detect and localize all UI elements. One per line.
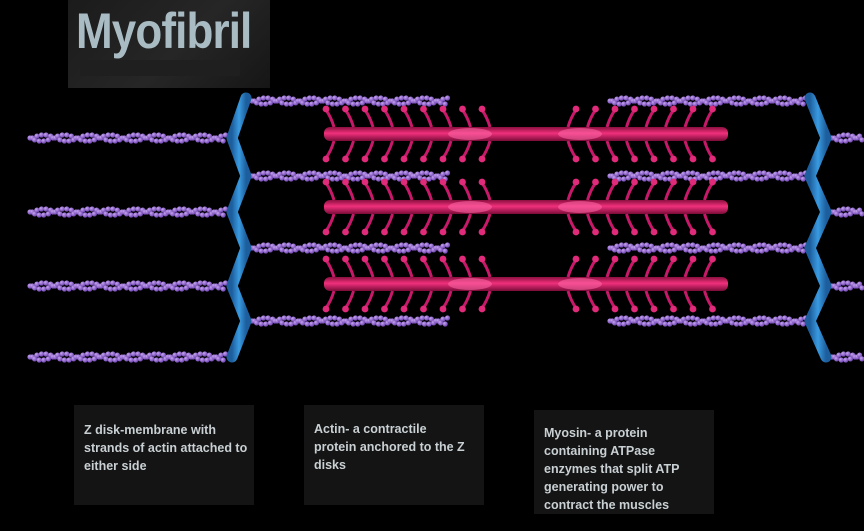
actin-strand-right-inner-1 [607,95,809,107]
actin-strand-right-outer-4 [829,351,864,363]
myosin-filament-3 [322,255,728,313]
actin-strand-left-outer-3 [27,280,229,292]
myosin-caption-box [534,410,714,514]
actin-filaments [27,95,864,363]
myofibril-diagram [27,92,864,363]
z-disk-caption: Z disk-membrane with strands of actin at… [84,423,248,473]
actin-strand-right-outer-3 [829,280,864,292]
actin-strand-left-outer-2 [27,206,229,218]
myosin-caption: Myosin- a protein containing ATPase enzy… [544,426,680,512]
actin-strand-right-inner-2 [607,170,809,182]
actin-strand-right-outer-1 [829,132,864,144]
z-disk-left [226,92,252,363]
myosin-filaments [322,105,728,313]
actin-strand-right-inner-3 [607,242,809,254]
myosin-filament-1 [322,105,728,163]
actin-strand-right-outer-2 [829,206,864,218]
title-panel [68,0,270,88]
myosin-filament-2 [322,178,728,236]
actin-strand-left-outer-4 [27,351,229,363]
actin-caption: Actin- a contractile protein anchored to… [314,422,465,472]
z-disk-caption-box [74,405,254,505]
actin-caption-box [304,405,484,505]
actin-strand-left-inner-4 [249,315,451,327]
actin-strand-left-inner-3 [249,242,451,254]
z-disks [226,92,832,363]
page-title: Myofibril [76,3,252,59]
actin-strand-left-inner-1 [249,95,451,107]
actin-strand-left-outer-1 [27,132,229,144]
z-disk-right [804,92,832,363]
actin-strand-right-inner-4 [607,315,809,327]
actin-strand-left-inner-2 [249,170,451,182]
